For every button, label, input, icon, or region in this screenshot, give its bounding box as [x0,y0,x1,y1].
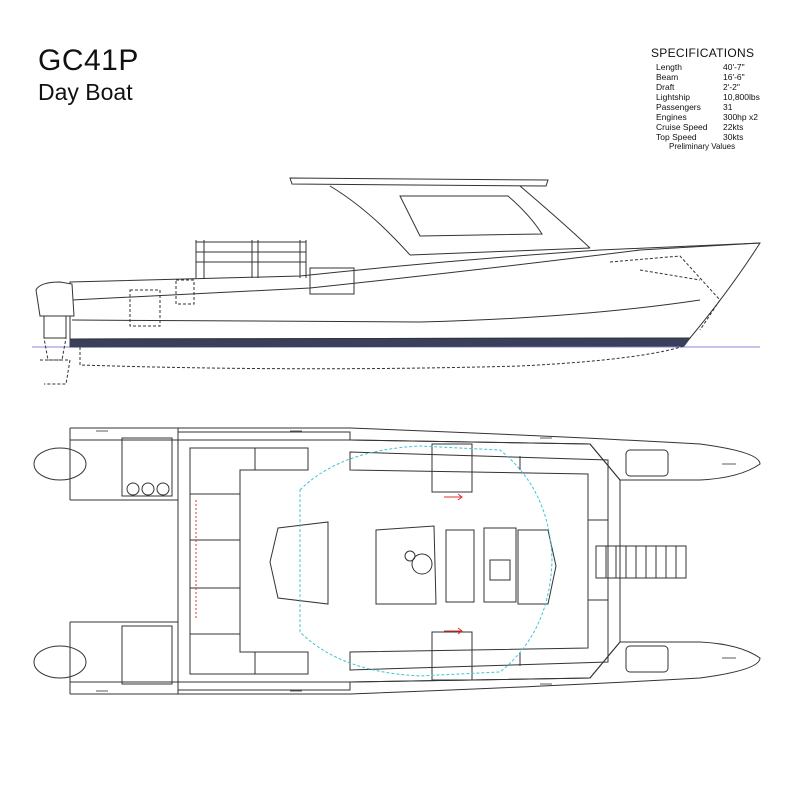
spec-label: Cruise Speed [656,122,708,132]
hardtop-plan-outline [299,445,553,677]
spec-value: 31 [723,102,733,112]
specifications-note: Preliminary Values [669,142,736,151]
port-aft-locker [121,437,173,497]
port-hull-outline [70,427,761,481]
specifications-heading: SPECIFICATIONS [651,46,755,60]
side-locker [175,279,195,305]
spec-row: Top Speed 30kts [656,132,760,142]
profile-view [32,177,761,385]
starboard-aft-locker [121,625,173,685]
hull-outline [69,242,761,340]
port-hatch [431,443,473,493]
spec-label: Passengers [656,102,701,112]
spec-row: Engines 300hp x2 [656,112,760,122]
cleats [96,430,736,692]
spec-row: Passengers 31 [656,102,760,112]
plan-view [33,427,761,695]
spec-value: 300hp x2 [723,112,758,122]
port-fuel-fills [126,482,170,496]
cockpit-table [269,521,329,605]
specifications-table: Length 40'-7" Beam 16'-6" Draft 2'-2" Light… [656,62,760,142]
spec-value: 40'-7" [723,62,745,72]
center-bench [445,529,475,603]
bow-hidden-lines [609,255,721,331]
spec-value: 22kts [723,122,744,132]
hardtop-strut-rear [329,185,411,256]
spec-value: 2'-2" [723,82,740,92]
aft-seating [189,447,309,675]
helm-console [375,525,437,605]
spec-row: Lightship 10,800lbs [656,92,760,102]
steering-wheel [411,553,433,575]
console-profile [309,267,355,295]
bridge-deck-outline [177,431,621,691]
spec-label: Beam [656,72,679,82]
spec-row: Draft 2'-2" [656,82,760,92]
model-subtitle: Day Boat [38,79,133,105]
spec-value: 30kts [723,132,744,142]
sheer-line [71,242,761,301]
model-name: GC41P [38,44,139,77]
spec-label: Top Speed [656,132,697,142]
spec-value: 16'-6" [723,72,745,82]
starboard-hull-outline [70,641,761,695]
starboard-arrow [444,627,463,635]
specifications-panel: SPECIFICATIONS Length 40'-7" Beam 16'-6" D… [651,46,791,151]
starboard-bow-hatch [625,645,669,673]
spec-row: Length 40'-7" [656,62,760,72]
spec-label: Draft [656,82,675,92]
spec-label: Engines [656,112,687,122]
chine-line [71,299,701,323]
forward-seating [349,451,609,671]
starboard-hatch [431,631,473,681]
bow-ladder [595,545,687,579]
spec-label: Length [656,62,682,72]
hardtop-strut-front [519,185,591,249]
side-hatch [129,289,161,327]
cabin-top-line [409,247,591,256]
galley-unit [483,527,517,603]
port-engine-plan [33,447,87,481]
spec-value: 10,800lbs [723,92,760,102]
outboard-engine [35,281,75,385]
starboard-stern-step [70,621,179,694]
starboard-engine-plan [33,645,87,679]
hardtop [289,177,549,187]
helm-seat [404,550,416,562]
bottom-paint-band [69,337,692,348]
underwater-outline [79,345,685,370]
aft-railing [195,240,307,278]
windshield-window [399,195,543,237]
forward-console [517,529,557,605]
spec-row: Beam 16'-6" [656,72,760,82]
spec-row: Cruise Speed 22kts [656,122,760,132]
port-arrow [444,493,463,501]
port-bow-hatch [625,449,669,477]
spec-label: Lightship [656,92,691,102]
title-block: GC41P Day Boat [38,44,139,106]
